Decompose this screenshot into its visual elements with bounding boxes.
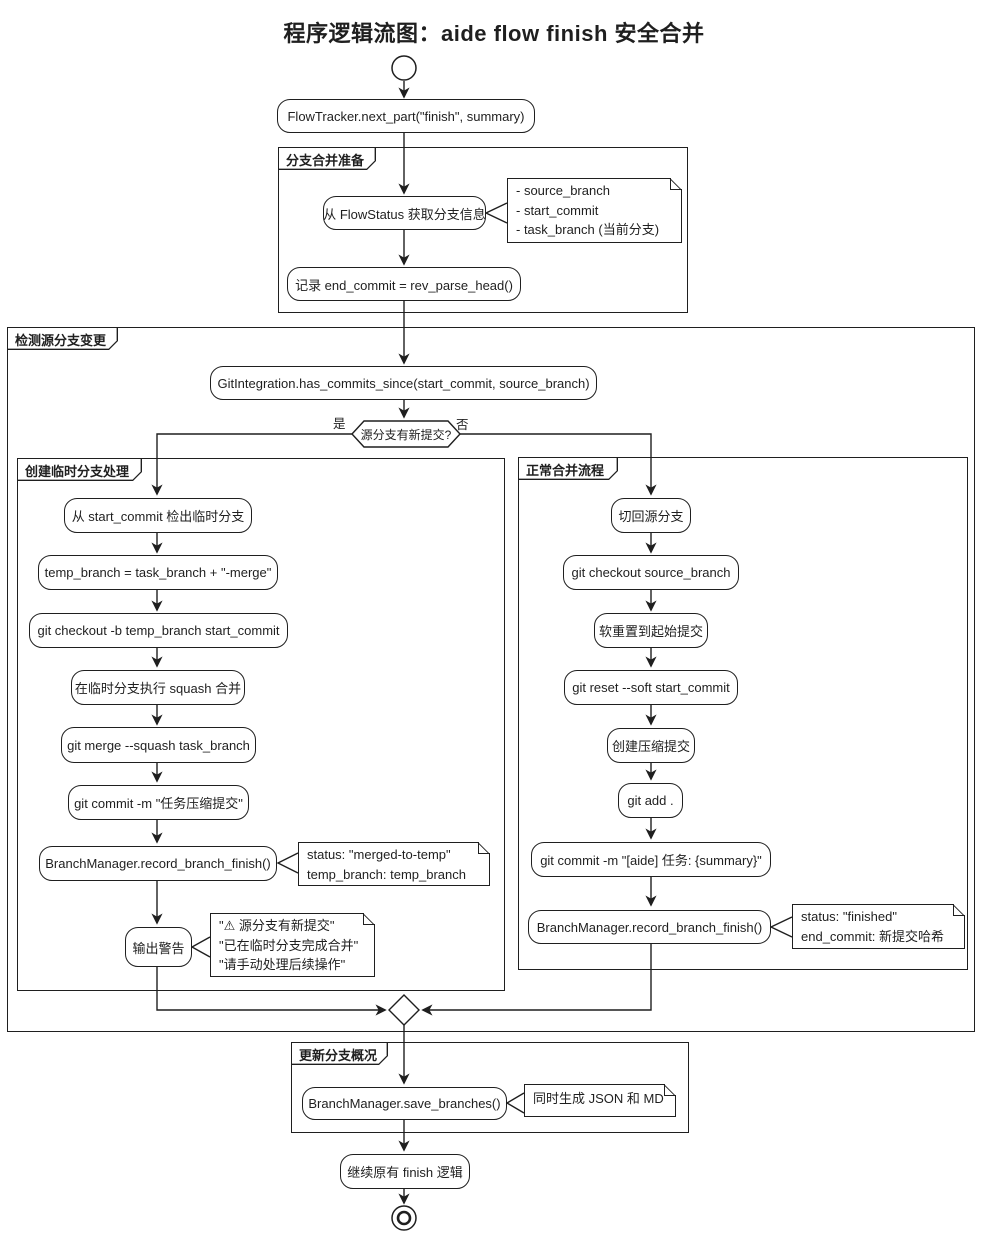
note-connector-branch-info: [484, 202, 508, 224]
frame-title-prepare: 分支合并准备: [286, 153, 365, 168]
frame-title-normal-merge: 正常合并流程: [526, 463, 605, 478]
activity-git-checkout-source: git checkout source_branch: [563, 555, 739, 590]
frame-update: [291, 1042, 689, 1133]
frame-tab-temp-branch: 创建临时分支处理: [17, 458, 142, 481]
arrow-no-branch: [460, 433, 657, 496]
note-connector-record-temp: [276, 852, 299, 874]
activity-checkout-temp-from-start: 从 start_commit 检出临时分支: [64, 498, 252, 533]
note-line: "已在临时分支完成合并": [219, 937, 359, 953]
note-line: end_commit: 新提交哈希: [801, 928, 945, 944]
note-shape: [792, 904, 965, 949]
activity-save-branches: BranchManager.save_branches(): [302, 1087, 507, 1120]
frame-tab-detect: 检测源分支变更: [7, 327, 118, 350]
frame-tab-shape: [518, 457, 618, 480]
activity-record-branch-finish-temp: BranchManager.record_branch_finish(): [39, 846, 277, 881]
note-fold-icon: [478, 842, 490, 854]
frame-detect: [7, 327, 975, 1032]
arrow-yes-branch: [151, 433, 352, 496]
arrow-warning-to-merge: [156, 967, 387, 1016]
activity-has-commits-since: GitIntegration.has_commits_since(start_c…: [210, 366, 597, 400]
note-connector-warning: [190, 936, 211, 958]
note-line: - start_commit: [516, 202, 599, 218]
note-line: "⚠ 源分支有新提交": [219, 918, 335, 933]
activity-squash-merge-on-temp: 在临时分支执行 squash 合并: [71, 670, 245, 705]
note-branch-info: - source_branch - start_commit - task_br…: [507, 178, 682, 243]
frame-title-temp-branch: 创建临时分支处理: [25, 464, 130, 479]
note-fold-icon: [953, 904, 965, 916]
frame-title-detect: 检测源分支变更: [15, 333, 107, 348]
decision-hexagon: [351, 420, 461, 448]
arrow-record-to-merge: [421, 944, 652, 1016]
note-connector-save: [505, 1092, 525, 1114]
frame-title-update: 更新分支概况: [299, 1048, 378, 1063]
note-fold-icon: [670, 178, 682, 190]
note-line: status: "finished": [801, 909, 897, 924]
activity-next-part: FlowTracker.next_part("finish", summary): [277, 99, 535, 133]
frame-tab-shape: [291, 1042, 388, 1065]
activity-switch-back-source: 切回源分支: [611, 498, 691, 533]
note-shape: [298, 842, 490, 886]
activity-continue-finish: 继续原有 finish 逻辑: [340, 1154, 470, 1189]
activity-git-checkout-b: git checkout -b temp_branch start_commit: [29, 613, 288, 648]
note-line: status: "merged-to-temp": [307, 847, 451, 862]
activity-git-commit-squash: git commit -m "任务压缩提交": [68, 785, 249, 820]
activity-git-merge-squash: git merge --squash task_branch: [61, 727, 256, 763]
activity-record-branch-finish-normal: BranchManager.record_branch_finish(): [528, 910, 771, 944]
start-node: [391, 55, 417, 81]
note-line: temp_branch: temp_branch: [307, 866, 466, 882]
frame-temp-branch: [17, 458, 505, 991]
note-warning-lines: "⚠ 源分支有新提交" "已在临时分支完成合并" "请手动处理后续操作": [210, 913, 375, 977]
activity-get-branch-info: 从 FlowStatus 获取分支信息: [323, 196, 486, 230]
activity-git-commit-aide: git commit -m "[aide] 任务: {summary}": [531, 842, 771, 877]
merge-diamond: [388, 994, 420, 1026]
frame-tab-normal-merge: 正常合并流程: [518, 457, 618, 480]
note-shape: [507, 178, 682, 243]
note-record-finished: status: "finished" end_commit: 新提交哈希: [792, 904, 965, 949]
note-line: - task_branch (当前分支): [516, 222, 660, 237]
frame-tab-prepare: 分支合并准备: [278, 147, 376, 170]
note-connector-record-finished: [769, 916, 793, 938]
activity-git-add: git add .: [618, 783, 683, 818]
note-line: - source_branch: [516, 183, 610, 198]
end-node-inner: [396, 1210, 412, 1226]
note-line: 同时生成 JSON 和 MD: [533, 1091, 664, 1106]
branch-label-no: 否: [456, 418, 469, 432]
activity-temp-branch-name: temp_branch = task_branch + "-merge": [38, 555, 278, 590]
note-shape: [210, 913, 375, 977]
activity-create-squash-commit: 创建压缩提交: [607, 728, 695, 763]
page-title: 程序逻辑流图：aide flow finish 安全合并: [283, 21, 705, 46]
frame-tab-shape: [17, 458, 142, 481]
note-fold-icon: [664, 1084, 676, 1096]
activity-soft-reset: 软重置到起始提交: [594, 613, 708, 648]
branch-label-yes: 是: [333, 417, 346, 431]
note-save-formats: 同时生成 JSON 和 MD: [524, 1084, 676, 1117]
activity-output-warning: 输出警告: [125, 927, 192, 967]
frame-normal-merge: [518, 457, 968, 970]
activity-record-end-commit: 记录 end_commit = rev_parse_head(): [287, 267, 521, 301]
frame-tab-update: 更新分支概况: [291, 1042, 388, 1065]
note-line: "请手动处理后续操作": [219, 957, 346, 972]
activity-git-reset-soft: git reset --soft start_commit: [564, 670, 738, 705]
decision-question: 源分支有新提交?: [360, 427, 452, 442]
note-fold-icon: [363, 913, 375, 925]
frame-prepare: [278, 147, 688, 313]
frame-tab-shape: [7, 327, 118, 350]
note-shape: [524, 1084, 676, 1117]
note-record-temp: status: "merged-to-temp" temp_branch: te…: [298, 842, 490, 886]
frame-tab-shape: [278, 147, 376, 170]
